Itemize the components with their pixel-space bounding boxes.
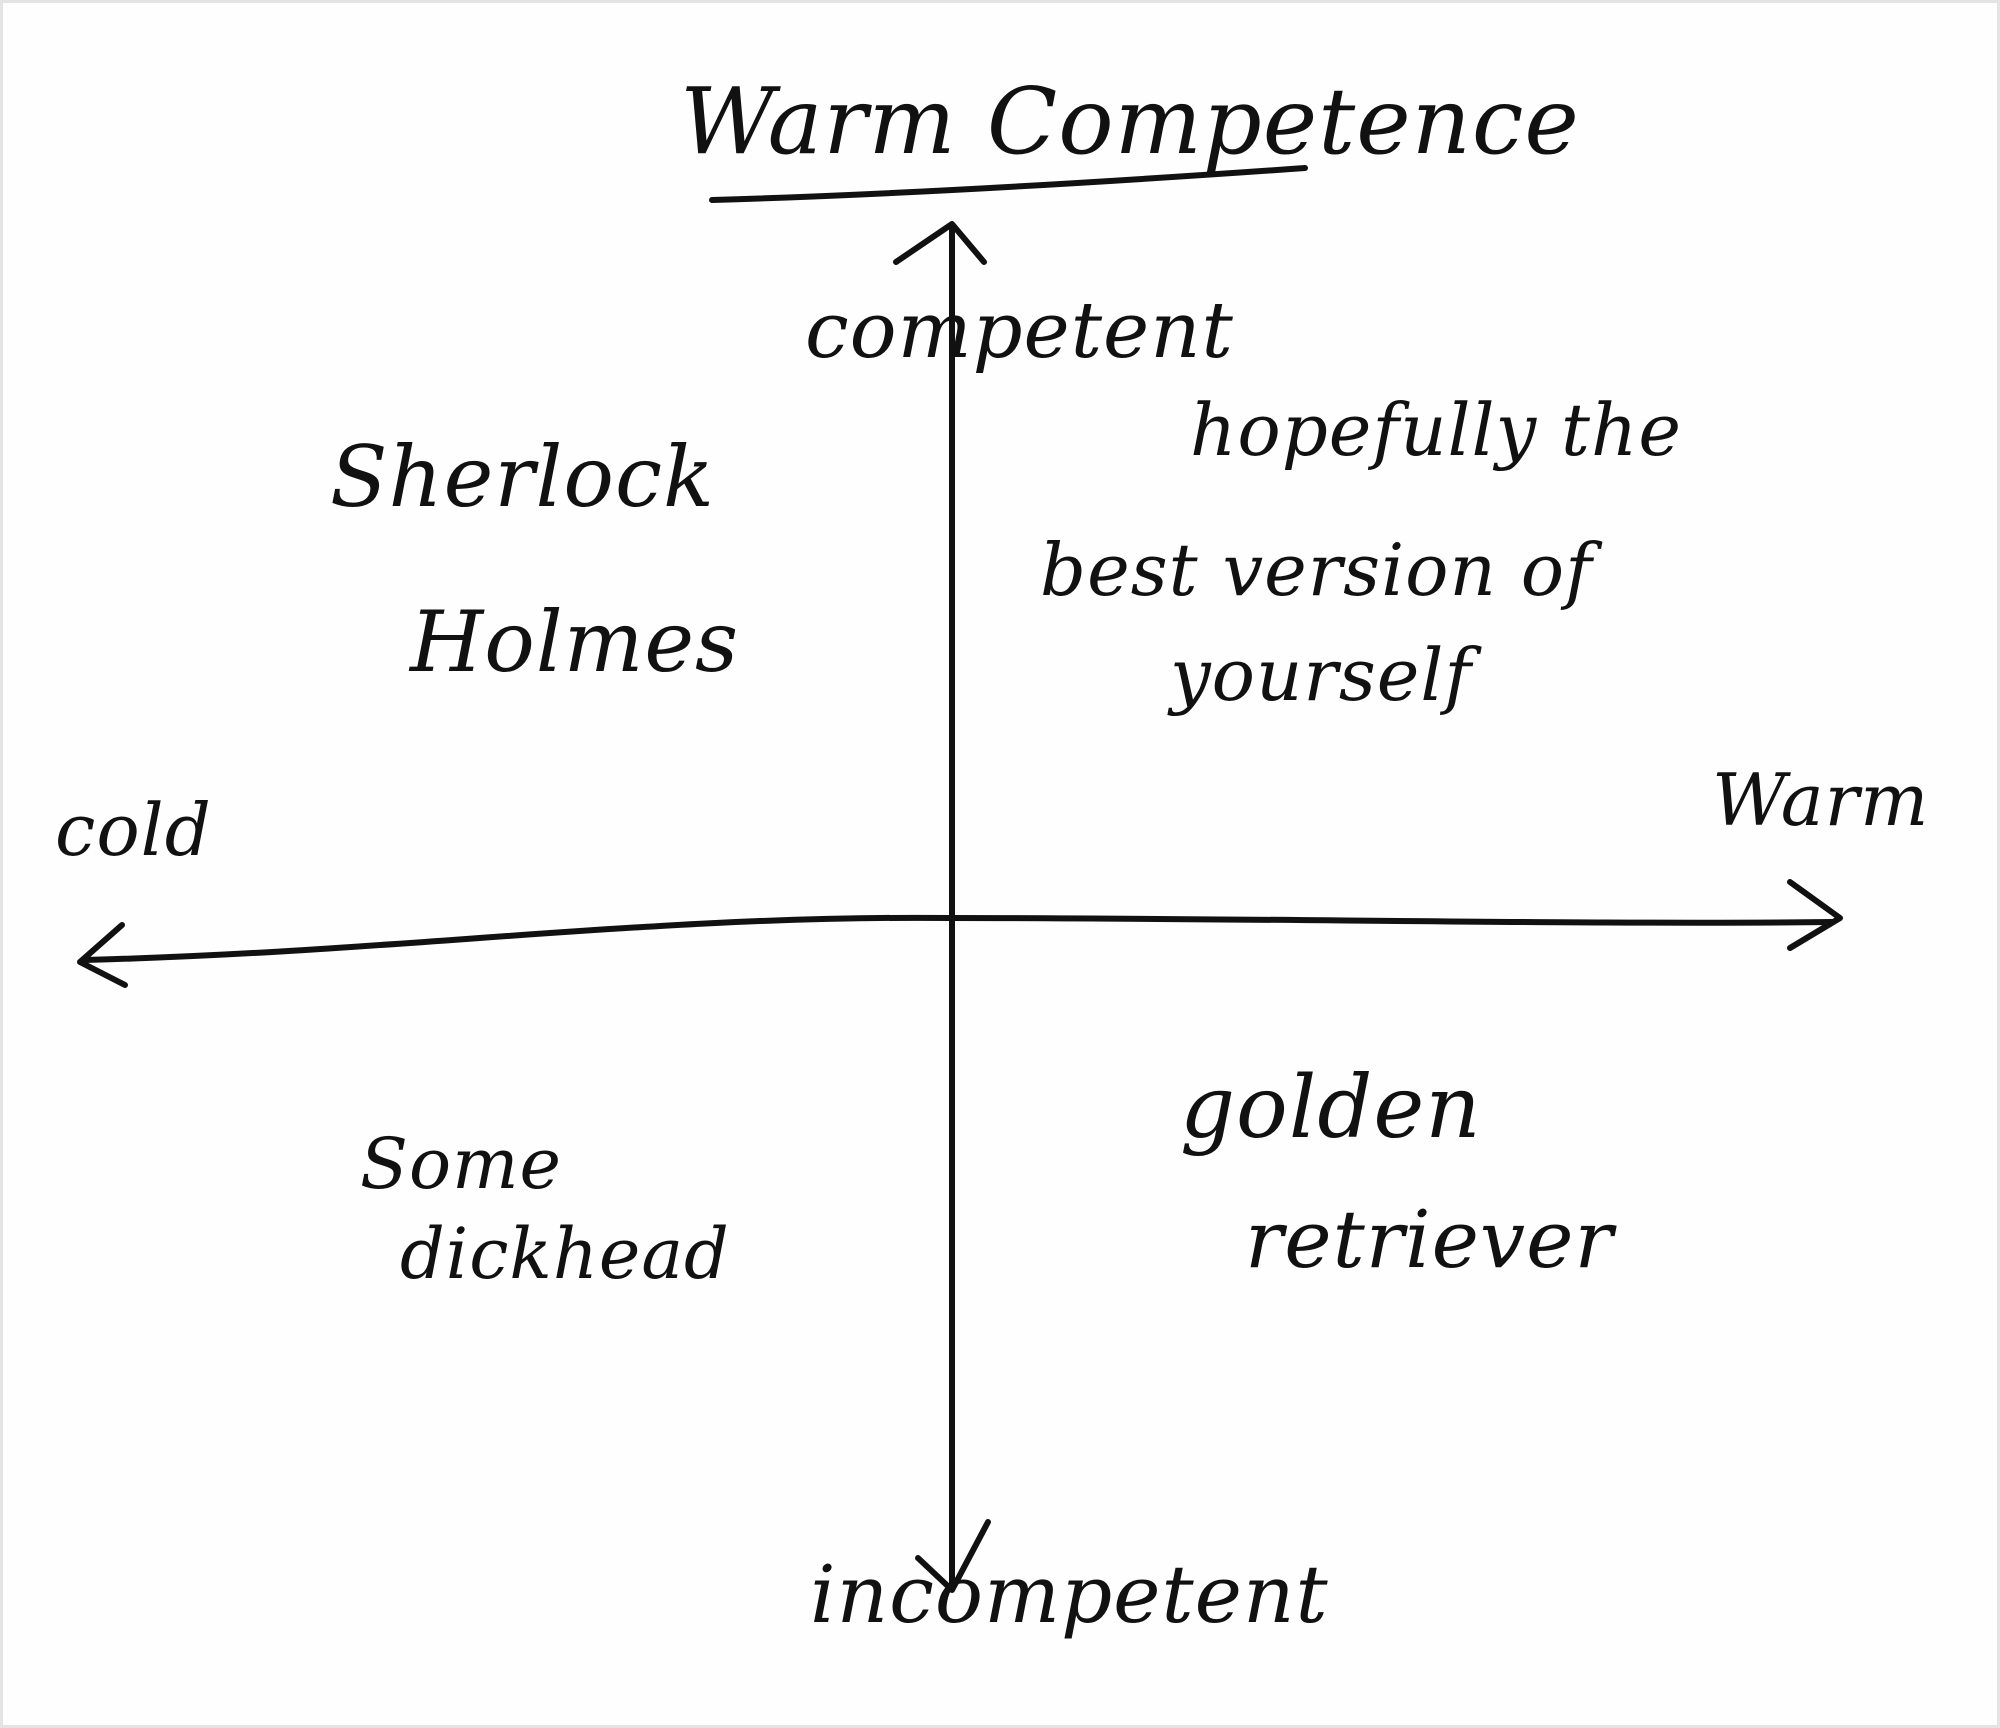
axis-label-cold: cold — [55, 788, 212, 872]
diagram-title: Warm Competence — [680, 68, 1580, 175]
quadrant-bottom-left-line-2: dickhead — [400, 1213, 730, 1295]
vertical-axis — [946, 227, 955, 1588]
quadrant-bottom-left-line-1: Some — [360, 1123, 562, 1205]
horizontal-axis-right-arrowhead — [1787, 879, 1843, 951]
quadrant-top-right-line-1: hopefully the — [1190, 388, 1682, 472]
title-underline — [709, 165, 1308, 203]
vertical-axis-down-arrowhead — [915, 1519, 991, 1593]
quadrant-bottom-right-line-2: retriever — [1245, 1193, 1614, 1286]
vertical-axis-up-arrowhead — [893, 221, 987, 265]
horizontal-axis-left-arrowhead — [77, 922, 128, 988]
axis-label-competent: competent — [805, 286, 1234, 376]
quadrant-top-right-line-3: yourself — [1170, 633, 1473, 717]
horizontal-axis — [81, 914, 1835, 963]
axis-label-incompetent: incompetent — [810, 1548, 1329, 1641]
quadrant-bottom-right-line-1: golden — [1180, 1058, 1482, 1158]
quadrant-top-left-line-1: Sherlock — [330, 428, 715, 526]
quadrant-top-right-line-2: best version of — [1040, 528, 1593, 612]
axis-label-warm: Warm — [1712, 758, 1930, 842]
quadrant-top-left-line-2: Holmes — [410, 593, 740, 691]
